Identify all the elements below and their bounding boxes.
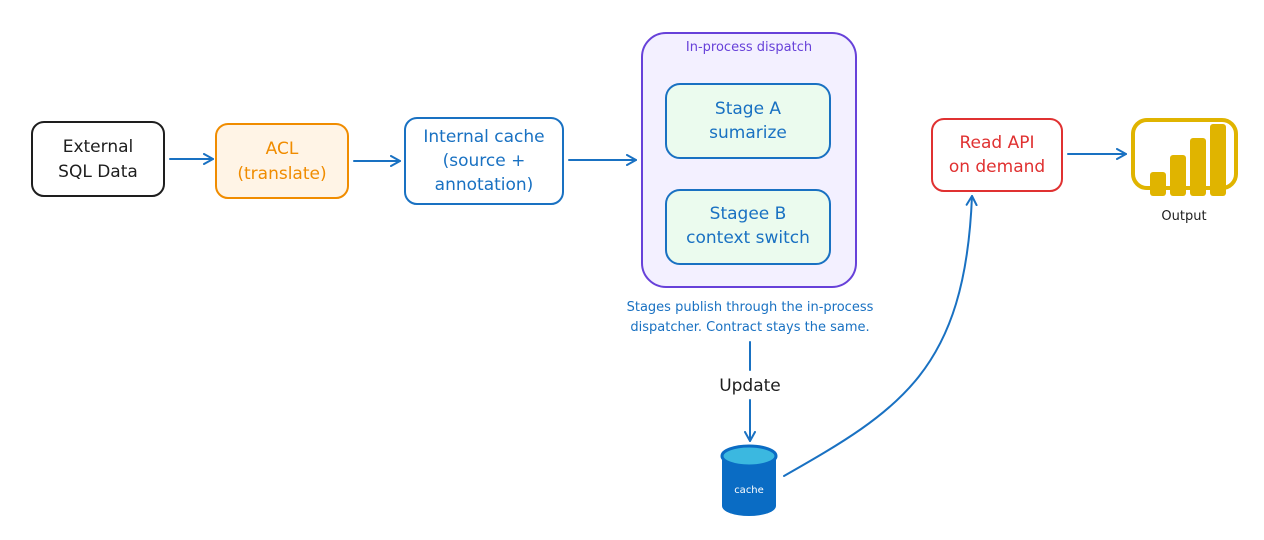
update-label: Update [719,376,781,396]
stage-a-line2: sumarize [709,123,787,143]
read-api-node: Read API on demand [931,118,1063,192]
acl-node: ACL (translate) [215,123,349,199]
external-sql-node: External SQL Data [31,121,165,197]
external-sql-line1: External [63,137,134,157]
read-api-line1: Read API [959,133,1034,153]
cache-db-label: cache [734,485,764,496]
stage-b-node: Stagee B context switch [665,189,831,265]
read-api-line2: on demand [949,157,1045,177]
stage-b-line2: context switch [686,228,810,248]
acl-line1: ACL [266,139,299,159]
output-chart-icon: Output [1131,118,1238,224]
note-line2: dispatcher. Contract stays the same. [630,320,869,335]
output-label: Output [1161,209,1206,224]
cache-db-icon: cache [720,444,778,516]
dispatch-note: Stages publish through the in-process di… [627,300,874,335]
arrow-db-to-read-api [783,195,978,477]
stage-a-line1: Stage A [715,99,782,119]
external-sql-line2: SQL Data [58,162,138,182]
internal-cache-node: Internal cache (source + annotation) [404,117,564,205]
acl-line2: (translate) [237,164,326,184]
stage-b-line1: Stagee B [710,204,787,224]
dispatch-title: In-process dispatch [686,40,812,55]
internal-cache-line3: annotation) [435,175,534,195]
internal-cache-line1: Internal cache [423,127,544,147]
stage-a-node: Stage A sumarize [665,83,831,159]
internal-cache-line2: (source + [443,151,526,171]
note-line1: Stages publish through the in-process [627,300,874,315]
dispatch-container: In-process dispatch Stage A sumarize Sta… [641,32,857,288]
